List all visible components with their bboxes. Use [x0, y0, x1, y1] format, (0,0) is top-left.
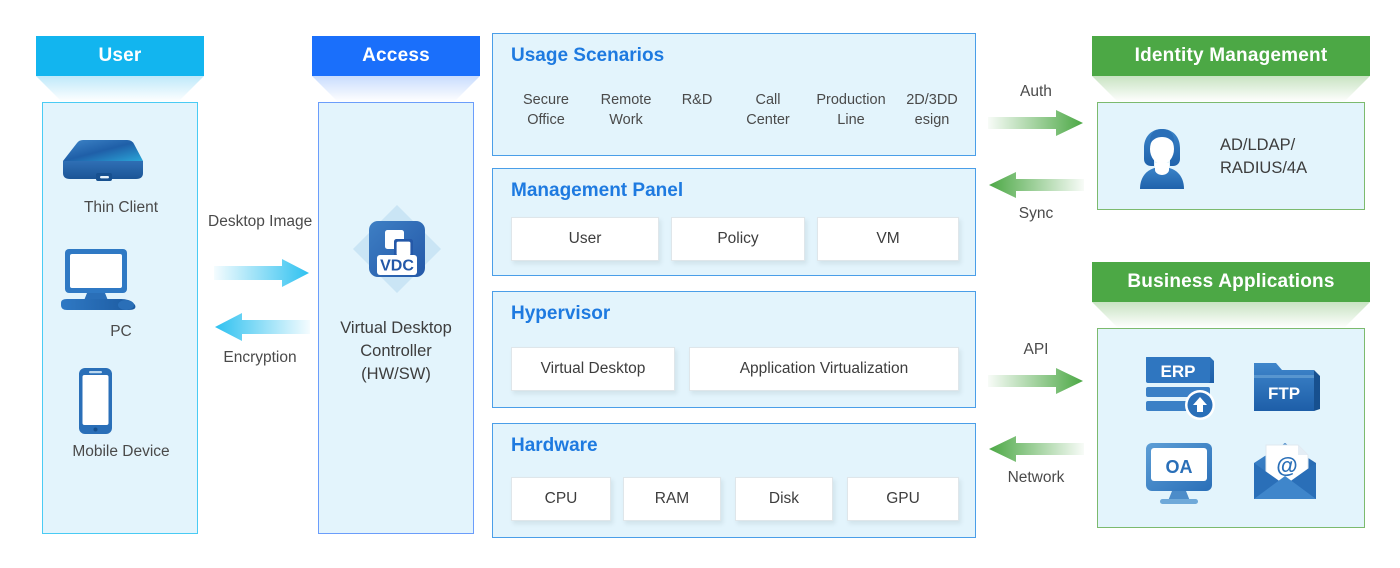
chip-disk[interactable]: Disk: [735, 477, 833, 521]
panel-title: Management Panel: [511, 180, 684, 201]
chip-virtual-desktop[interactable]: Virtual Desktop: [511, 347, 675, 391]
flow-label-api: API: [1023, 341, 1049, 358]
oa-monitor-icon: OA: [1146, 443, 1212, 504]
email-label: @: [1276, 453, 1297, 478]
panel-title: Hardware: [511, 435, 598, 456]
device-label: Mobile Device: [72, 443, 170, 460]
scenario-line-1: R&D: [681, 92, 713, 108]
desktop-pc-icon: [61, 249, 136, 310]
chip-gpu[interactable]: GPU: [847, 477, 959, 521]
flow-label-desktop-image: Desktop Image: [208, 213, 313, 230]
user-headset-icon: [1140, 129, 1184, 189]
arrow-api: [988, 368, 1083, 394]
arrow-desktop-image: [214, 259, 309, 287]
email-envelope-icon: @: [1254, 443, 1316, 499]
vdc-caption-line-3: (HW/SW): [361, 365, 431, 383]
vdc-icon: VDC: [347, 199, 447, 299]
app-erp: ERP: [1136, 349, 1222, 423]
scenario-line-1: Secure: [523, 92, 569, 108]
business-applications-body: ERP: [1097, 328, 1365, 528]
business-header-connector: [1092, 302, 1370, 328]
app-oa: OA: [1136, 435, 1222, 509]
arrow-auth: [988, 110, 1083, 136]
scenario-line-2: Center: [746, 112, 790, 128]
user-header-connector: [36, 76, 204, 102]
erp-upload-icon: ERP: [1146, 357, 1215, 420]
device-mobile: Mobile Device: [43, 365, 199, 461]
mobile-device-icon: [79, 368, 112, 434]
identity-text-line-2: RADIUS/4A: [1220, 159, 1308, 177]
chip-ram[interactable]: RAM: [623, 477, 721, 521]
vdc-icon-text: VDC: [380, 258, 414, 275]
ftp-folder-icon: FTP: [1254, 363, 1320, 411]
thin-client-icon: [63, 140, 143, 181]
chip-user[interactable]: User: [511, 217, 659, 261]
chip-application-virtualization[interactable]: Application Virtualization: [689, 347, 959, 391]
flow-label-sync: Sync: [1018, 205, 1054, 222]
arrow-network: [989, 436, 1084, 462]
scenario-secure-office: Secure Office: [507, 90, 585, 130]
flow-label-auth: Auth: [1020, 83, 1052, 100]
vdc-caption-line-2: Controller: [360, 342, 432, 360]
panel-hypervisor: Hypervisor Virtual Desktop Application V…: [492, 291, 976, 408]
identity-management-body: AD/LDAP/ RADIUS/4A: [1097, 102, 1365, 210]
scenario-rd: R&D: [669, 90, 725, 110]
scenario-line-1: 2D/3DD: [906, 92, 958, 108]
user-column-header: User: [36, 36, 204, 76]
identity-text: AD/LDAP/ RADIUS/4A: [1220, 134, 1307, 180]
access-column-body: VDC Virtual Desktop Controller (HW/SW): [318, 102, 474, 534]
scenario-production-line: Production Line: [805, 90, 897, 130]
arrow-encryption: [215, 313, 310, 341]
scenario-remote-work: Remote Work: [587, 90, 665, 130]
scenario-2d3d-design: 2D/3DD esign: [897, 90, 967, 130]
device-pc: PC: [43, 243, 199, 341]
panel-usage-scenarios: Usage Scenarios Secure Office Remote Wor…: [492, 33, 976, 156]
scenario-call-center: Call Center: [733, 90, 803, 130]
vdc-caption-line-1: Virtual Desktop: [340, 319, 452, 337]
user-column-body: Thin Client PC: [42, 102, 198, 534]
identity-header-connector: [1092, 76, 1370, 102]
scenario-line-2: Work: [609, 112, 643, 128]
device-thin-client: Thin Client: [43, 131, 199, 217]
panel-management: Management Panel User Policy VM: [492, 168, 976, 276]
flow-label-encryption: Encryption: [223, 349, 297, 366]
scenario-line-1: Production: [816, 92, 886, 108]
access-column-header: Access: [312, 36, 480, 76]
chip-vm[interactable]: VM: [817, 217, 959, 261]
access-header-connector: [312, 76, 480, 102]
arrow-sync: [989, 172, 1084, 198]
panel-title: Usage Scenarios: [511, 45, 665, 66]
chip-policy[interactable]: Policy: [671, 217, 805, 261]
oa-label: OA: [1166, 457, 1193, 477]
scenario-line-2: Line: [837, 112, 865, 128]
device-label: PC: [110, 323, 132, 340]
identity-management-header: Identity Management: [1092, 36, 1370, 76]
chip-cpu[interactable]: CPU: [511, 477, 611, 521]
app-ftp: FTP: [1242, 349, 1328, 423]
scenario-line-2: Office: [527, 112, 565, 128]
device-label: Thin Client: [83, 199, 159, 216]
app-email: @: [1242, 435, 1328, 509]
ftp-label: FTP: [1268, 384, 1300, 403]
panel-title: Hypervisor: [511, 303, 611, 324]
scenario-line-1: Remote: [600, 92, 652, 108]
business-applications-header: Business Applications: [1092, 262, 1370, 302]
scenario-line-1: Call: [755, 92, 781, 108]
panel-hardware: Hardware CPU RAM Disk GPU: [492, 423, 976, 538]
identity-text-line-1: AD/LDAP/: [1220, 136, 1296, 154]
vdc-caption: Virtual Desktop Controller (HW/SW): [319, 317, 473, 386]
erp-label: ERP: [1161, 362, 1196, 381]
scenario-line-2: esign: [914, 112, 950, 128]
flow-label-network: Network: [1007, 469, 1065, 486]
